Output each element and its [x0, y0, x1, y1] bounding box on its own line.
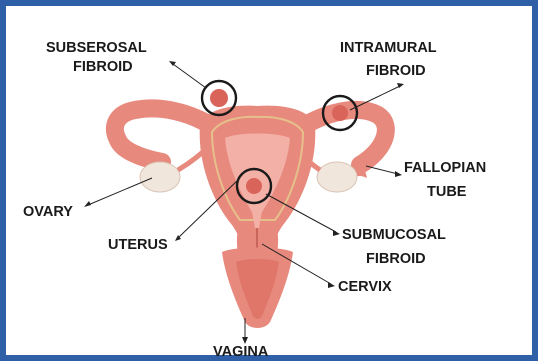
label-intramural-fibroid-line1: INTRAMURAL	[340, 40, 437, 56]
left-ovary	[140, 162, 180, 192]
label-intramural-fibroid-line2: FIBROID	[366, 63, 426, 79]
label-subserosal-fibroid-line2: FIBROID	[73, 59, 133, 75]
label-submucosal-fibroid-line1: SUBMUCOSAL	[342, 227, 446, 243]
right-ovary	[317, 162, 357, 192]
intramural-fibroid	[332, 105, 348, 121]
label-submucosal-fibroid-line2: FIBROID	[366, 251, 426, 267]
submucosal-fibroid	[246, 178, 262, 194]
subserosal-fibroid	[210, 89, 228, 107]
label-cervix: CERVIX	[338, 279, 392, 295]
label-ovary: OVARY	[23, 204, 73, 220]
label-uterus: UTERUS	[108, 237, 168, 253]
label-vagina: VAGINA	[213, 344, 269, 360]
label-fallopian-tube-line1: FALLOPIAN	[404, 160, 486, 176]
label-fallopian-tube-line2: TUBE	[427, 184, 467, 200]
label-subserosal-fibroid-line1: SUBSEROSAL	[46, 40, 147, 56]
